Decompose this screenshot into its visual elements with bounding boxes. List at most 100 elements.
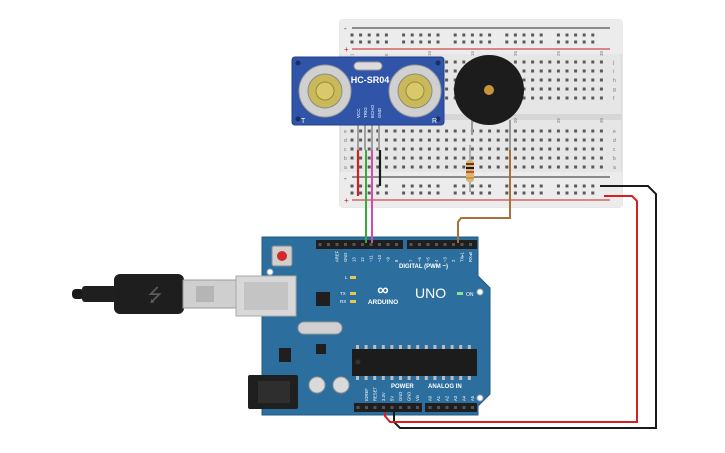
terminal-hole (505, 147, 509, 151)
rail-hole (427, 40, 431, 44)
rail-hole (376, 191, 380, 195)
header-socket[interactable] (386, 243, 390, 246)
terminal-hole (556, 78, 560, 82)
header-socket[interactable] (327, 243, 330, 246)
terminal-hole (574, 147, 578, 151)
rail-hole (505, 40, 509, 44)
terminal-hole (582, 96, 586, 100)
terminal-hole (531, 69, 535, 73)
header-socket[interactable] (373, 406, 377, 409)
terminal-hole (513, 138, 517, 142)
ic-pin (356, 345, 359, 349)
arduino-brand-label: ARDUINO (368, 299, 398, 306)
terminal-hole (479, 156, 483, 160)
rail-hole (384, 184, 388, 188)
column-number: 20 (513, 50, 518, 56)
header-socket[interactable] (344, 243, 347, 246)
rail-hole (479, 184, 483, 188)
terminal-hole (556, 87, 560, 91)
ultrasonic-sensor[interactable]: HC-SR04 T R VCC TRIG ECHO GND (291, 56, 445, 150)
header-socket[interactable] (395, 243, 398, 246)
header-socket[interactable] (352, 243, 356, 246)
led-on (457, 292, 463, 295)
header-socket[interactable] (437, 406, 440, 409)
header-socket[interactable] (454, 406, 457, 409)
header-socket[interactable] (460, 243, 464, 246)
terminal-hole (505, 138, 509, 142)
header-socket[interactable] (369, 243, 373, 246)
analog-in-label: ANALOG IN (428, 384, 462, 390)
terminal-hole (591, 147, 595, 151)
terminal-hole (367, 129, 371, 133)
header-socket[interactable] (426, 243, 430, 246)
resistor[interactable] (466, 145, 474, 192)
row-letter: f (613, 96, 615, 102)
terminal-hole (591, 87, 595, 91)
reset-button-cap[interactable] (277, 251, 287, 261)
wire-buzzer-brown[interactable] (457, 150, 511, 243)
header-socket[interactable] (382, 406, 385, 409)
header-socket[interactable] (471, 406, 474, 409)
header-socket[interactable] (445, 406, 449, 409)
header-pin-label: TX▸1 (460, 252, 465, 262)
rail-hole (410, 191, 414, 195)
header-strip (425, 403, 477, 412)
header-socket[interactable] (407, 406, 411, 409)
rail-hole (384, 40, 388, 44)
header-socket[interactable] (361, 243, 364, 246)
terminal-hole (359, 129, 363, 133)
terminal-hole (522, 165, 526, 169)
terminal-hole (565, 96, 569, 100)
terminal-hole (522, 78, 526, 82)
terminal-hole (556, 69, 560, 73)
terminal-hole (574, 138, 578, 142)
rail-hole (591, 33, 595, 37)
header-socket[interactable] (378, 243, 381, 246)
usb-cable[interactable]: ⭍ (72, 274, 239, 314)
terminal-hole (419, 129, 423, 133)
atmega-pins (356, 345, 471, 380)
terminal-hole (445, 78, 449, 82)
terminal-hole (376, 156, 380, 160)
sensor-pin-label-trig: TRIG (363, 107, 368, 118)
header-socket[interactable] (428, 406, 432, 409)
led-rx-label: RX (340, 299, 346, 304)
header-pin-label: GND (343, 253, 348, 262)
analog-pin-label: A4 (462, 395, 467, 401)
header-socket[interactable] (335, 243, 339, 246)
header-socket[interactable] (318, 243, 322, 246)
piezo-buzzer[interactable] (454, 55, 524, 150)
rail-hole (556, 184, 560, 188)
row-letter: c (613, 147, 616, 153)
row-letter: e (344, 129, 347, 135)
rail-hole (539, 40, 543, 44)
ic-pin (416, 376, 420, 380)
terminal-hole (591, 156, 595, 160)
header-socket[interactable] (443, 243, 447, 246)
rail-hole (565, 40, 569, 44)
terminal-hole (522, 96, 526, 100)
power-pin-label: GND (398, 392, 403, 401)
header-socket[interactable] (416, 406, 419, 409)
terminal-hole (462, 165, 466, 169)
header-socket[interactable] (452, 243, 455, 246)
terminal-hole (565, 147, 569, 151)
terminal-hole (402, 147, 406, 151)
header-socket[interactable] (399, 406, 402, 409)
header-socket[interactable] (365, 406, 368, 409)
arduino-mount-hole (266, 268, 274, 276)
rail-hole (505, 184, 509, 188)
rail-hole (531, 33, 535, 37)
header-socket[interactable] (390, 406, 394, 409)
terminal-hole (410, 147, 414, 151)
terminal-hole (531, 156, 535, 160)
header-socket[interactable] (435, 243, 438, 246)
header-socket[interactable] (462, 406, 466, 409)
header-socket[interactable] (356, 406, 360, 409)
wire-5v-red[interactable] (384, 195, 638, 423)
header-socket[interactable] (418, 243, 421, 246)
header-socket[interactable] (469, 243, 472, 246)
header-socket[interactable] (409, 243, 413, 246)
terminal-hole (445, 129, 449, 133)
